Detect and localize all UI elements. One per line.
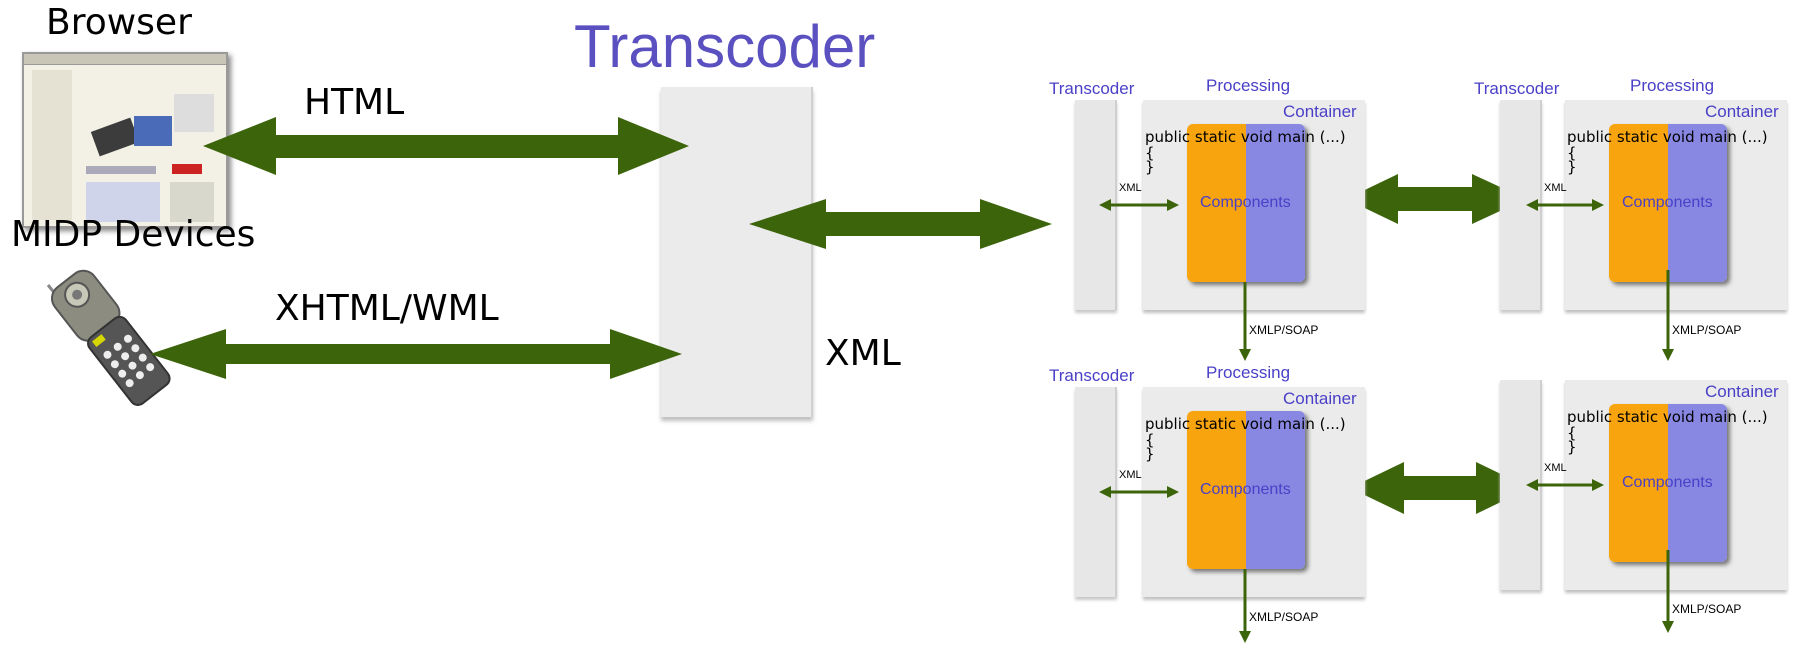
xmlp-soap-label: XMLP/SOAP xyxy=(1249,323,1319,337)
xhtml-wml-label: XHTML/WML xyxy=(275,288,499,329)
panel-arrows xyxy=(1099,486,1251,643)
transcoder-box xyxy=(661,87,813,417)
container-label: Container xyxy=(1283,389,1357,408)
container-label: Container xyxy=(1705,102,1779,121)
panel-processing-label: Processing xyxy=(1630,76,1715,95)
code-line-3: } xyxy=(1145,158,1155,176)
code-line-1: public static void main (...) xyxy=(1145,128,1346,146)
code-line-1: public static void main (...) xyxy=(1567,128,1768,146)
xmlp-soap-label: XMLP/SOAP xyxy=(1249,610,1319,624)
xmlp-soap-label: XMLP/SOAP xyxy=(1672,602,1742,616)
xml-label: XML xyxy=(825,333,901,374)
code-line-3: } xyxy=(1567,438,1577,456)
container-label: Container xyxy=(1705,382,1779,401)
right-bottom-double-arrow xyxy=(1350,462,1530,514)
html-double-arrow xyxy=(203,117,689,175)
components-label: Components xyxy=(1200,194,1291,211)
panel-arrows xyxy=(1526,199,1674,361)
components-block xyxy=(1609,404,1727,562)
code-line-2: { xyxy=(1567,424,1577,442)
xml-small-label: XML xyxy=(1544,182,1567,194)
code-line-1: public static void main (...) xyxy=(1567,408,1768,426)
components-block xyxy=(1609,124,1727,282)
components-block xyxy=(1187,411,1305,569)
xhtml-double-arrow xyxy=(150,329,682,379)
phone-icon xyxy=(46,269,171,406)
transcoder-title: Transcoder xyxy=(574,13,876,80)
xml-small-label: XML xyxy=(1119,182,1142,194)
components-label: Components xyxy=(1622,194,1713,211)
xmlp-soap-label: XMLP/SOAP xyxy=(1672,323,1742,337)
components-label: Components xyxy=(1622,474,1713,491)
panel-transcoder-label: Transcoder xyxy=(1474,79,1560,98)
panel-transcoder-label: Transcoder xyxy=(1049,366,1135,385)
code-line-2: { xyxy=(1145,431,1155,449)
panel-processing-label: Processing xyxy=(1206,363,1291,382)
code-line-2: { xyxy=(1567,144,1577,162)
panel-arrows xyxy=(1099,199,1251,361)
panel-arrows xyxy=(1526,479,1674,633)
panel-bottom-right: Container Components public static void … xyxy=(1472,354,1792,644)
panel-bottom-left: Transcoder Processing Container Componen… xyxy=(1047,361,1367,651)
xml-small-label: XML xyxy=(1119,469,1142,481)
panel-transcoder-label: Transcoder xyxy=(1049,79,1135,98)
code-line-2: { xyxy=(1145,144,1155,162)
right-top-double-arrow xyxy=(1346,174,1526,224)
xml-small-label: XML xyxy=(1544,462,1567,474)
code-line-1: public static void main (...) xyxy=(1145,415,1346,433)
container-label: Container xyxy=(1283,102,1357,121)
code-line-3: } xyxy=(1567,158,1577,176)
panel-processing-label: Processing xyxy=(1206,76,1291,95)
html-label: HTML xyxy=(304,82,405,123)
code-line-3: } xyxy=(1145,445,1155,463)
panel-top-right: Transcoder Processing Container Componen… xyxy=(1472,74,1792,364)
midp-devices-label: MIDP Devices xyxy=(11,214,256,255)
components-label: Components xyxy=(1200,481,1291,498)
components-block xyxy=(1187,124,1305,282)
browser-label: Browser xyxy=(46,2,192,43)
browser-thumbnail xyxy=(22,52,228,228)
panel-top-left: Transcoder Processing Container Componen… xyxy=(1047,74,1367,364)
xml-double-arrow xyxy=(749,199,1052,249)
